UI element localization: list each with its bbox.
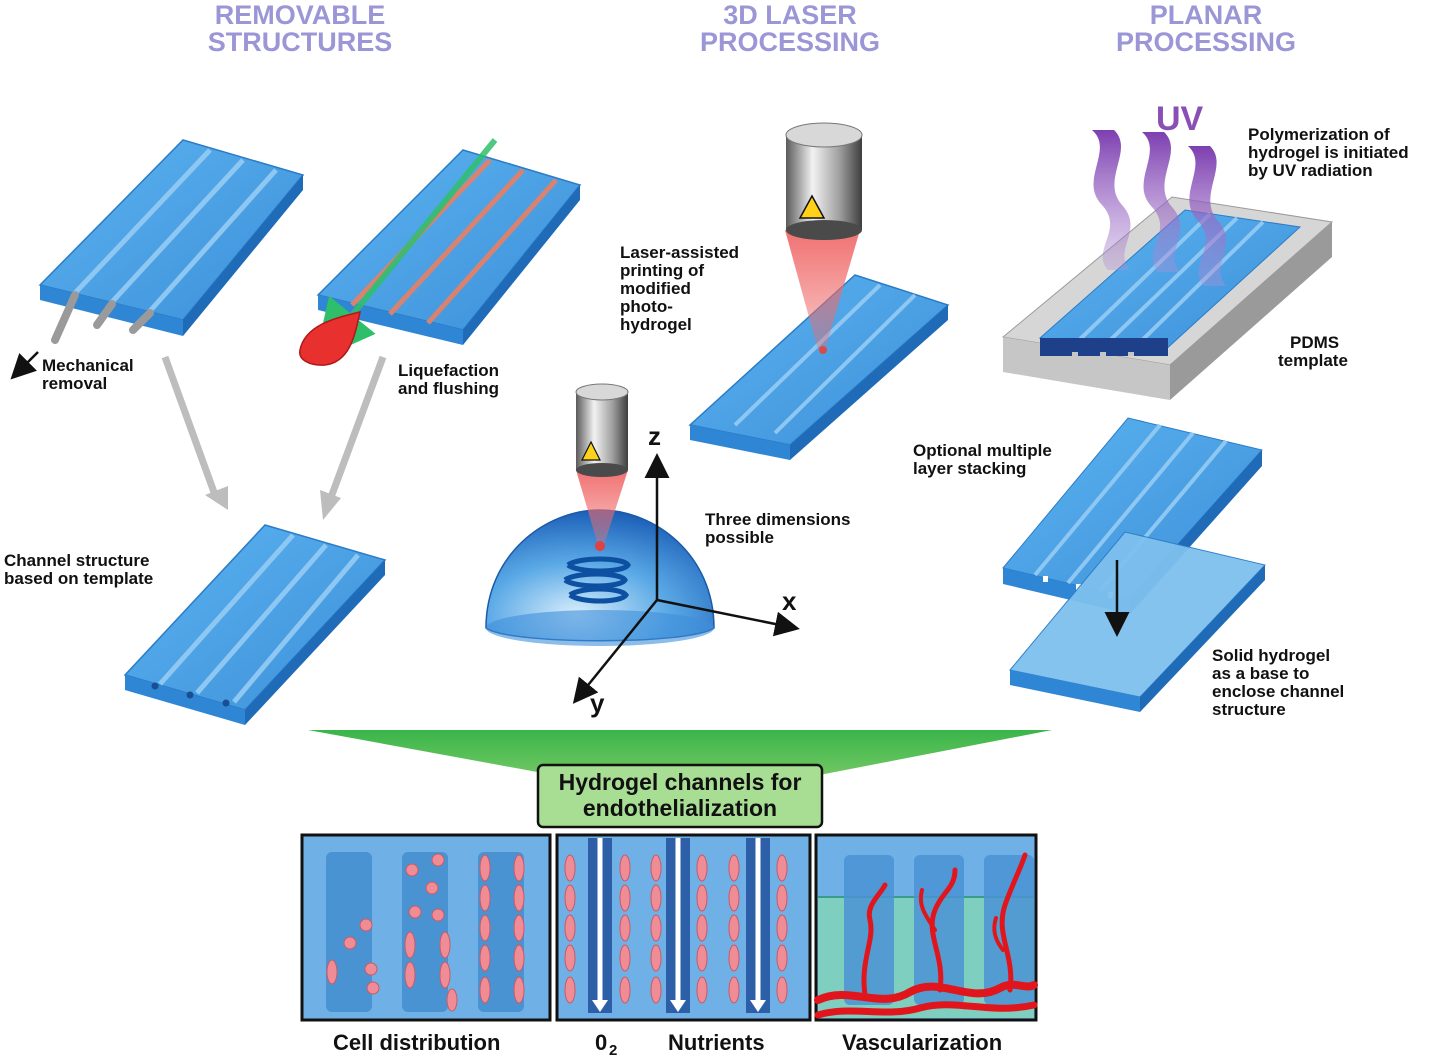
svg-text:photo-: photo- <box>620 297 673 316</box>
panel-cell-distribution <box>300 833 552 1022</box>
caption-cell-distribution: Cell distribution <box>333 1030 500 1055</box>
caption-nutrients: Nutrients <box>668 1030 765 1055</box>
svg-text:as a base to: as a base to <box>1212 664 1309 683</box>
svg-text:structure: structure <box>1212 700 1286 719</box>
svg-text:Optional multiple: Optional multiple <box>913 441 1052 460</box>
svg-text:endothelialization: endothelialization <box>583 795 777 821</box>
axis-x-label: x <box>782 586 797 616</box>
svg-text:and flushing: and flushing <box>398 379 499 398</box>
svg-text:STRUCTURES: STRUCTURES <box>208 27 393 57</box>
label-polymerization: Polymerization of hydrogel is initiated … <box>1248 125 1409 180</box>
axis-z-label: z <box>648 421 661 451</box>
removal-arrow <box>10 351 39 380</box>
caption-o2-subscript: 2 <box>609 1042 617 1058</box>
section-title-planar: PLANAR PROCESSING <box>1116 0 1296 57</box>
liquid-drop <box>299 310 361 366</box>
slab-stack-base <box>1009 531 1266 712</box>
slab-mechanical <box>38 139 305 336</box>
axes <box>572 453 800 704</box>
svg-text:PDMS: PDMS <box>1290 333 1339 352</box>
grey-arrow-left-head <box>205 486 228 510</box>
caption-o2: 0 <box>595 1030 607 1055</box>
svg-text:PROCESSING: PROCESSING <box>700 27 880 57</box>
label-liquefaction: Liquefaction and flushing <box>398 361 499 398</box>
slab-channel-structure <box>123 524 387 725</box>
svg-text:REMOVABLE: REMOVABLE <box>215 0 386 30</box>
svg-text:based on template: based on template <box>4 569 153 588</box>
svg-text:3D LASER: 3D LASER <box>723 0 857 30</box>
grey-arrow-right <box>326 355 387 502</box>
svg-text:hydrogel: hydrogel <box>620 315 692 334</box>
svg-text:removal: removal <box>42 374 107 393</box>
svg-text:enclose channel: enclose channel <box>1212 682 1344 701</box>
grey-arrow-right-head <box>320 490 341 520</box>
svg-text:Liquefaction: Liquefaction <box>398 361 499 380</box>
caption-vascularization: Vascularization <box>842 1030 1002 1055</box>
laser-head-dome <box>575 383 629 551</box>
uv-label: UV <box>1156 100 1204 138</box>
grey-arrow-left <box>161 355 219 497</box>
svg-text:Mechanical: Mechanical <box>42 356 134 375</box>
pdms-template <box>1001 196 1334 400</box>
label-laser-assisted: Laser-assisted printing of modified phot… <box>620 243 739 334</box>
rods <box>51 291 154 344</box>
label-stacking: Optional multiple layer stacking <box>913 441 1052 478</box>
svg-text:Three dimensions: Three dimensions <box>705 510 850 529</box>
svg-text:hydrogel is initiated: hydrogel is initiated <box>1248 143 1409 162</box>
slab-laser-print <box>688 274 950 460</box>
label-pdms: PDMS template <box>1278 333 1348 370</box>
svg-text:PROCESSING: PROCESSING <box>1116 27 1296 57</box>
label-three-dimensions: Three dimensions possible <box>705 510 850 547</box>
section-title-laser: 3D LASER PROCESSING <box>700 0 880 57</box>
panel-vascularization <box>814 833 1038 1022</box>
section-title-removable: REMOVABLE STRUCTURES <box>208 0 393 57</box>
svg-text:layer stacking: layer stacking <box>913 459 1026 478</box>
label-mechanical-removal: Mechanical removal <box>42 356 134 393</box>
svg-text:by UV radiation: by UV radiation <box>1248 161 1373 180</box>
svg-text:Laser-assisted: Laser-assisted <box>620 243 739 262</box>
uv-waves <box>1092 130 1227 286</box>
svg-text:Channel structure: Channel structure <box>4 551 149 570</box>
svg-text:template: template <box>1278 351 1348 370</box>
svg-text:Solid hydrogel: Solid hydrogel <box>1212 646 1330 665</box>
svg-text:modified: modified <box>620 279 691 298</box>
laser-head-top <box>785 122 863 354</box>
svg-text:Hydrogel channels for: Hydrogel channels for <box>559 769 802 795</box>
svg-text:Polymerization of: Polymerization of <box>1248 125 1390 144</box>
result-box: Hydrogel channels for endothelialization <box>536 763 824 829</box>
label-channel-structure: Channel structure based on template <box>4 551 153 588</box>
svg-text:possible: possible <box>705 528 774 547</box>
axis-y-label: y <box>590 688 605 718</box>
label-solid-hydrogel: Solid hydrogel as a base to enclose chan… <box>1212 646 1344 719</box>
svg-text:printing of: printing of <box>620 261 704 280</box>
svg-text:PLANAR: PLANAR <box>1150 0 1263 30</box>
panel-nutrients <box>555 833 812 1022</box>
